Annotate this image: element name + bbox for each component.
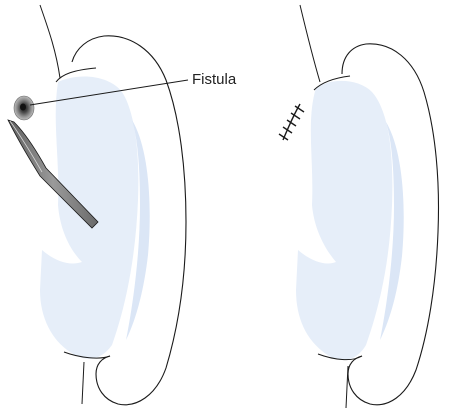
left-neck-line — [82, 362, 84, 404]
right-ear-after — [279, 5, 438, 408]
fistula-label: Fistula — [192, 71, 237, 88]
left-ear-before: Fistula — [8, 5, 237, 405]
right-ear-shading — [296, 81, 392, 360]
right-head-contour — [300, 5, 320, 82]
suture-icon — [279, 104, 304, 140]
fistula-core — [20, 104, 26, 111]
suture-line — [283, 104, 300, 140]
right-neck-line — [346, 366, 348, 408]
left-head-contour — [40, 5, 60, 78]
